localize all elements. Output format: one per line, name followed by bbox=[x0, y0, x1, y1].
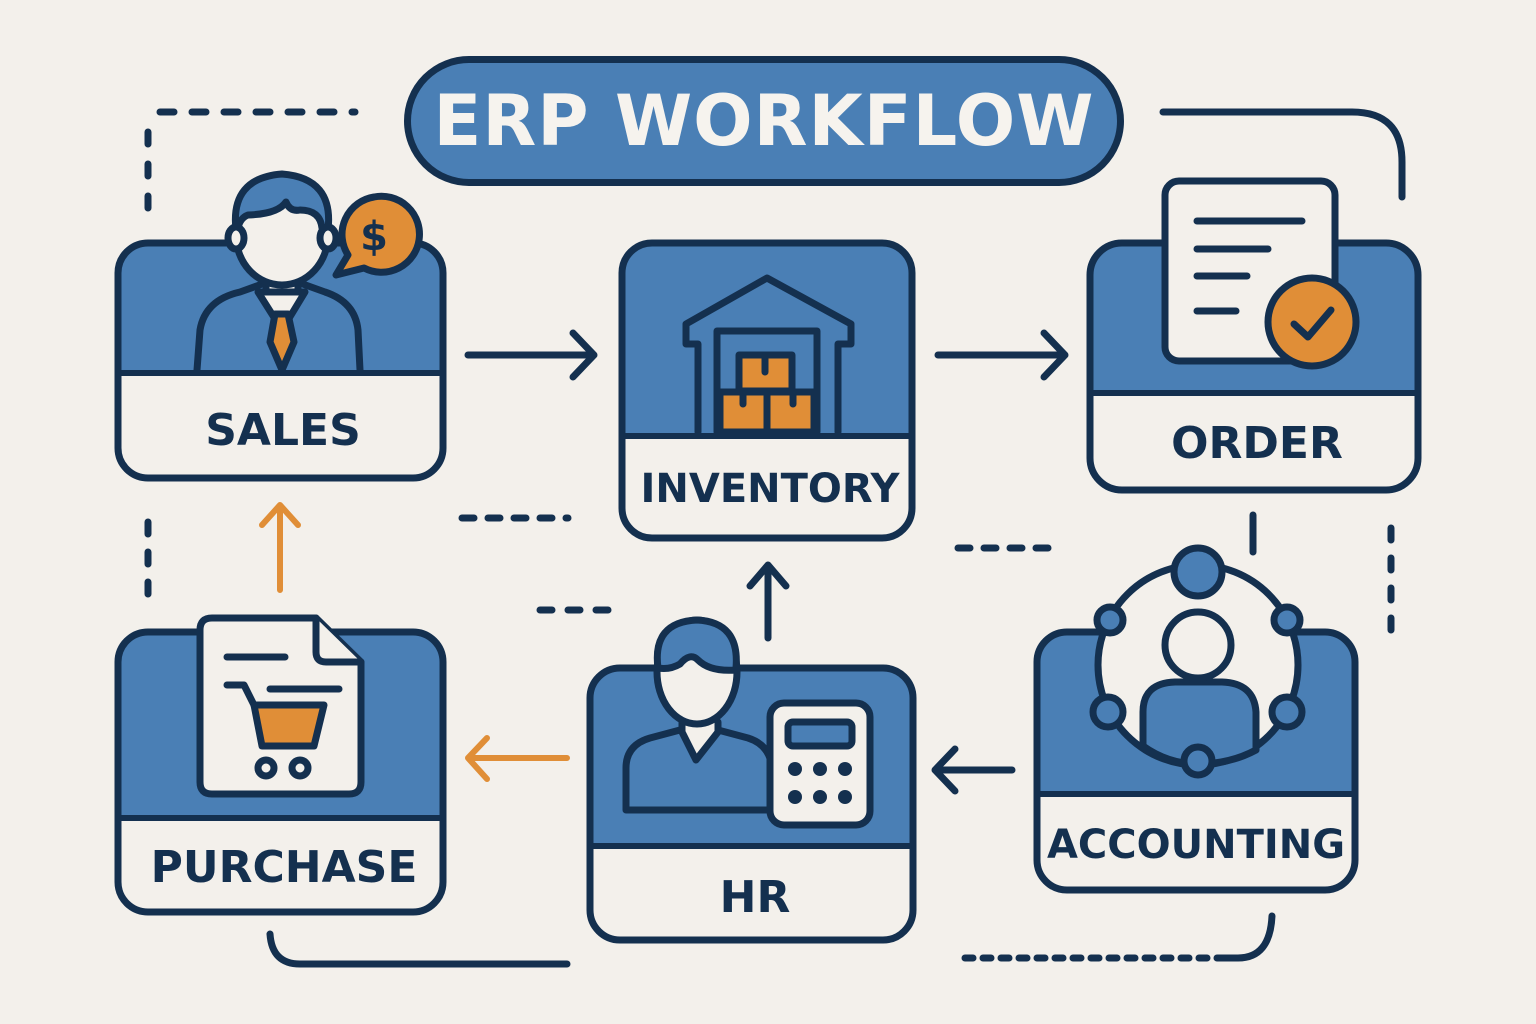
arrow-hr-to-purchase bbox=[465, 735, 570, 782]
arrow-inventory-to-order bbox=[934, 329, 1069, 381]
dollar-speech-bubble-icon: $ bbox=[332, 192, 423, 279]
arrow-sales-to-inventory bbox=[464, 329, 598, 381]
solid-line-bottom-right-curve bbox=[1216, 912, 1276, 962]
salesperson-icon bbox=[193, 170, 364, 374]
approved-document-icon bbox=[1161, 177, 1360, 370]
title-banner: ERP WORKFLOW bbox=[404, 56, 1124, 186]
flow-arrows bbox=[259, 329, 1069, 795]
solid-line-bottom-left bbox=[266, 930, 571, 968]
module-label-inventory: INVENTORY bbox=[641, 466, 901, 512]
module-label-sales: SALES bbox=[205, 405, 361, 456]
module-card-purchase[interactable]: PURCHASE bbox=[114, 614, 447, 916]
module-card-accounting[interactable]: ACCOUNTING bbox=[1033, 544, 1359, 894]
module-card-sales[interactable]: $ SALES bbox=[114, 170, 447, 482]
page-title: ERP WORKFLOW bbox=[433, 80, 1095, 162]
decorative-connectors bbox=[144, 108, 1406, 968]
employee-calculator-icon bbox=[622, 616, 874, 829]
network-person-icon bbox=[1089, 544, 1306, 779]
module-card-hr[interactable]: HR bbox=[586, 616, 917, 944]
module-label-accounting: ACCOUNTING bbox=[1047, 822, 1345, 868]
module-label-hr: HR bbox=[720, 872, 791, 923]
module-card-inventory[interactable]: INVENTORY bbox=[618, 239, 916, 542]
module-label-purchase: PURCHASE bbox=[151, 842, 418, 893]
warehouse-icon bbox=[682, 274, 855, 436]
arrow-purchase-to-sales bbox=[259, 502, 301, 593]
svg-text:$: $ bbox=[360, 214, 388, 260]
module-label-order: ORDER bbox=[1171, 418, 1343, 469]
solid-line-top-right bbox=[1159, 108, 1406, 201]
arrow-accounting-to-hr bbox=[931, 745, 1016, 795]
shopping-cart-document-icon bbox=[196, 614, 365, 798]
arrow-hr-to-inventory bbox=[746, 561, 790, 642]
module-card-order[interactable]: ORDER bbox=[1086, 177, 1422, 494]
